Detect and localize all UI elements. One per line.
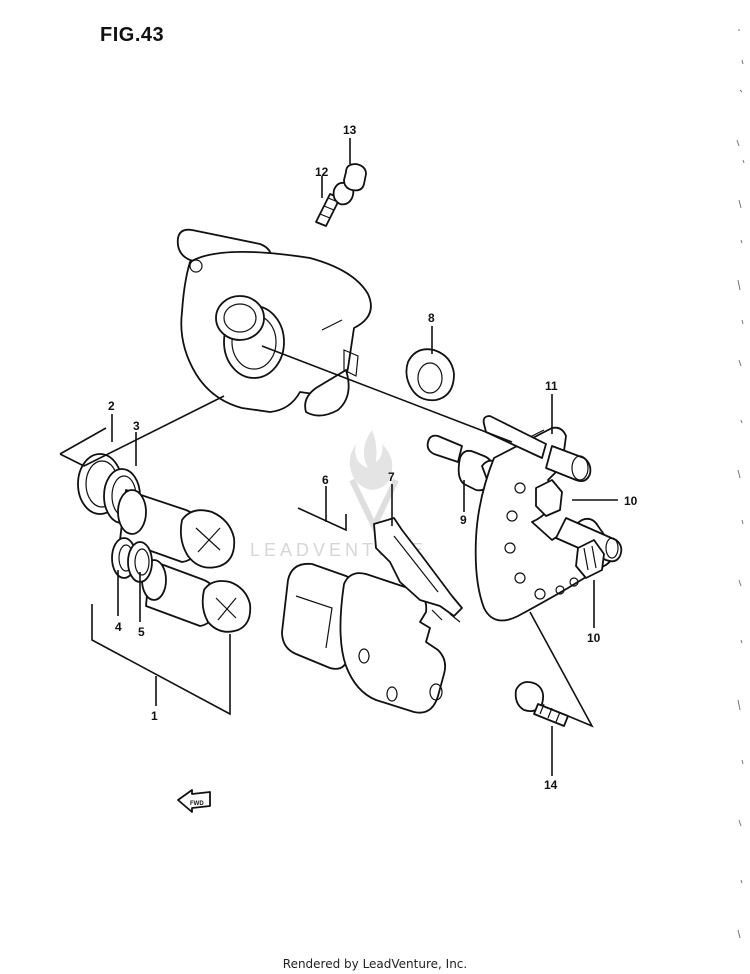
callout-13: 13 bbox=[343, 123, 357, 137]
fwd-label: FWD bbox=[190, 801, 204, 807]
callout-1: 1 bbox=[151, 709, 158, 723]
caliper-bracket bbox=[474, 415, 623, 622]
dust-seal-small bbox=[127, 541, 153, 583]
bleeder-cap bbox=[343, 163, 367, 192]
callout-9: 9 bbox=[460, 513, 467, 527]
callout-8: 8 bbox=[428, 311, 435, 325]
leader-lines bbox=[59, 138, 618, 776]
callout-6: 6 bbox=[322, 473, 329, 487]
caliper-body bbox=[176, 228, 372, 417]
callout-7: 7 bbox=[388, 470, 395, 484]
figure-title: FIG.43 bbox=[100, 24, 165, 46]
callout-labels: 1 2 3 4 5 6 7 8 9 10 10 11 12 13 14 bbox=[108, 123, 638, 792]
mounting-bolt bbox=[514, 681, 569, 727]
callout-3: 3 bbox=[133, 419, 140, 433]
watermark-flame-icon bbox=[349, 430, 393, 490]
boot-upper bbox=[535, 479, 563, 517]
callout-4: 4 bbox=[115, 620, 122, 634]
scan-edge-artifact bbox=[736, 29, 745, 939]
callout-12: 12 bbox=[315, 165, 329, 179]
callout-10-lower: 10 bbox=[587, 631, 601, 645]
bushing bbox=[405, 348, 455, 402]
footer-credit: Rendered by LeadVenture, Inc. bbox=[282, 957, 468, 971]
pad-spring bbox=[373, 517, 463, 623]
callout-10-upper: 10 bbox=[624, 494, 638, 508]
callout-2: 2 bbox=[108, 399, 115, 413]
callout-14: 14 bbox=[544, 778, 558, 792]
boot-lower bbox=[575, 539, 605, 579]
callout-11: 11 bbox=[545, 379, 558, 393]
piston-lower bbox=[141, 559, 252, 633]
fwd-marker: FWD bbox=[177, 789, 211, 813]
callout-5: 5 bbox=[138, 625, 145, 639]
arrow-left-icon bbox=[177, 789, 211, 813]
